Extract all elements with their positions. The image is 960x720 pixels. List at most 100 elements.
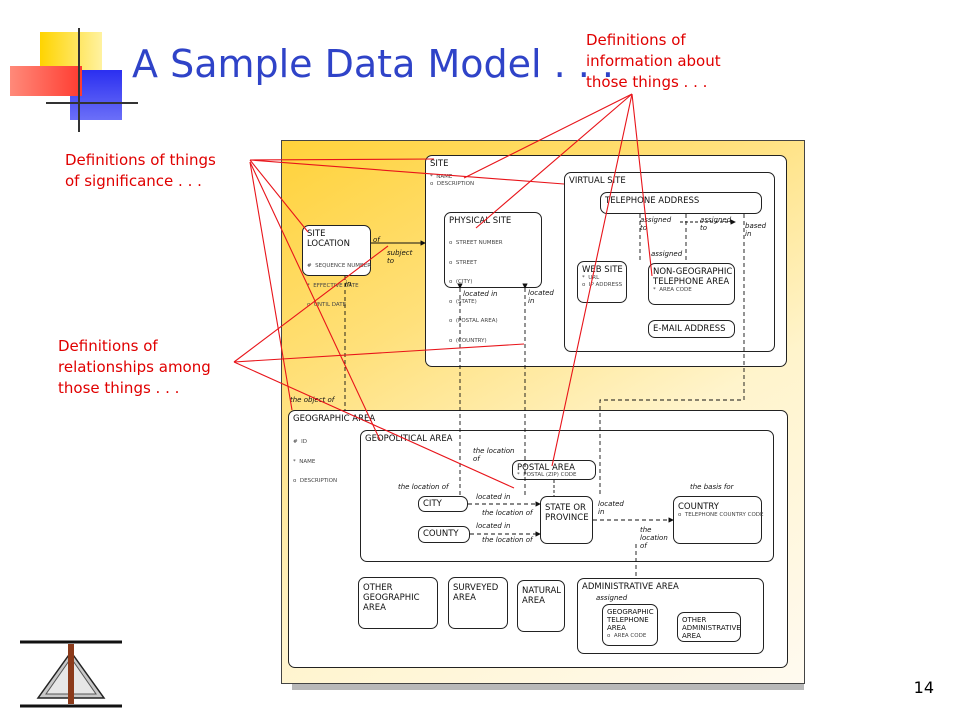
rel-label-of: of xyxy=(373,236,380,244)
entity-title: TELEPHONE AREA xyxy=(653,277,730,287)
rel-label-the-location-of-3: the location of xyxy=(482,509,533,517)
callout-information-line-1: Definitions of xyxy=(586,31,686,49)
rel-label-based-in: based in xyxy=(745,222,767,238)
entity-attr: # ID xyxy=(293,439,307,445)
entity-title: TELEPHONE ADDRESS xyxy=(605,196,700,206)
rel-label-in: in xyxy=(345,280,352,288)
rel-label-located-in-4: located in xyxy=(476,522,511,530)
entity-physical-site: PHYSICAL SITE o STREET NUMBER o STREET o… xyxy=(444,212,542,344)
entity-postal-area: POSTAL AREA * POSTAL (ZIP) CODE xyxy=(512,460,596,480)
callout-things-line-1: Definitions of things xyxy=(65,151,216,169)
entity-attr: o UNTIL DATE xyxy=(307,302,347,308)
entity-country: COUNTRY o TELEPHONE COUNTRY CODE xyxy=(673,496,764,544)
callout-things: Definitions of things of significance . … xyxy=(65,150,216,192)
entity-county: COUNTY xyxy=(418,526,470,543)
callout-information-line-3: those things . . . xyxy=(586,73,708,91)
entity-title: ADMINISTRATIVE AREA xyxy=(582,582,679,592)
rel-label-assigned-1: assigned xyxy=(651,250,683,258)
rel-label-located-in-5: located in xyxy=(598,500,624,516)
entity-telephone-address: TELEPHONE ADDRESS xyxy=(600,192,762,214)
entity-title: AREA xyxy=(682,632,701,640)
entity-title: LOCATION xyxy=(307,239,350,249)
rel-line-based-in xyxy=(599,214,745,496)
callout-line xyxy=(249,158,435,161)
callout-relationships-line-1: Definitions of xyxy=(58,337,158,355)
entity-title: VIRTUAL SITE xyxy=(569,176,626,186)
entity-attr: o (POSTAL AREA) xyxy=(449,318,498,324)
deco-horizontal-line xyxy=(46,102,138,104)
entity-title: SURVEYED xyxy=(453,583,499,593)
rel-label-the-location-of-2: the location of xyxy=(398,483,449,491)
rel-label-the-location-of-1: the location of xyxy=(473,447,515,463)
entity-title: POSTAL AREA xyxy=(517,463,575,473)
callout-information: Definitions of information about those t… xyxy=(586,30,721,93)
callout-line xyxy=(249,159,309,233)
rel-label-the-location-of-4: the location of xyxy=(482,536,533,544)
entity-title: CITY xyxy=(423,499,442,509)
entity-email-address: E-MAIL ADDRESS xyxy=(648,320,735,338)
entity-title: OTHER xyxy=(682,616,707,624)
entity-attr: * NAME xyxy=(293,458,316,465)
entity-attr: o STREET NUMBER xyxy=(449,240,503,246)
deco-vertical-line xyxy=(78,28,80,132)
callout-line xyxy=(249,161,293,411)
callout-relationships-line-2: relationships among xyxy=(58,358,211,376)
rel-label-located-in-2: located in xyxy=(528,289,554,305)
rel-label-assigned-2: assigned xyxy=(596,594,628,602)
entity-attr: * POSTAL (ZIP) CODE xyxy=(517,472,577,478)
rel-label-assigned-to-1: assigned to xyxy=(640,216,672,232)
entity-attr: o DESCRIPTION xyxy=(430,180,475,187)
entity-title: GEOPOLITICAL AREA xyxy=(365,434,453,444)
slide-title: A Sample Data Model . . . xyxy=(132,42,615,86)
entity-attr: o (STATE) xyxy=(449,298,477,305)
entity-title: STATE OR xyxy=(545,503,586,513)
entity-title: AREA xyxy=(607,624,626,632)
rel-label-located-in-1: located in xyxy=(463,290,498,298)
entity-attr: o AREA CODE xyxy=(607,633,647,639)
callout-line xyxy=(233,343,525,363)
entity-title: GEOGRAPHIC xyxy=(363,593,420,603)
callout-things-line-2: of significance . . . xyxy=(65,172,202,190)
entity-attr: * AREA CODE xyxy=(653,287,692,293)
entity-attr: o TELEPHONE COUNTRY CODE xyxy=(678,512,764,518)
entity-title: PROVINCE xyxy=(545,513,589,523)
page-number: 14 xyxy=(913,678,934,697)
entity-attr: # SEQUENCE NUMBER xyxy=(307,263,372,269)
rel-label-the-basis-for: the basis for xyxy=(690,483,734,491)
rel-label-the-location-of-5: the location of xyxy=(640,526,668,550)
entity-attr: o (CITY) xyxy=(449,279,473,285)
entity-title: OTHER xyxy=(363,583,393,593)
rel-label-the-object-of: the object of xyxy=(290,396,335,404)
entity-title: GEOGRAPHIC AREA xyxy=(293,414,376,424)
callout-relationships: Definitions of relationships among those… xyxy=(58,336,211,399)
entity-title: WEB SITE xyxy=(582,265,623,275)
callout-relationships-line-3: those things . . . xyxy=(58,379,180,397)
entity-attr: * URL xyxy=(582,275,600,281)
callout-line xyxy=(631,93,653,277)
callout-line xyxy=(475,93,633,229)
rel-label-subject-to: subject to xyxy=(387,249,413,265)
entity-title: AREA xyxy=(522,596,545,606)
entity-title: SITE xyxy=(430,159,449,169)
entity-attr: o (COUNTRY) xyxy=(449,337,487,344)
logo xyxy=(20,640,122,708)
entity-title: AREA xyxy=(363,603,386,613)
entity-title: COUNTY xyxy=(423,529,459,539)
entity-title: TELEPHONE xyxy=(607,616,649,624)
deco-red-square xyxy=(10,66,82,96)
callout-line xyxy=(463,93,633,179)
callout-line xyxy=(249,159,565,185)
rel-label-located-in-3: located in xyxy=(476,493,511,501)
entity-title: NATURAL xyxy=(522,586,562,596)
callout-line xyxy=(233,361,515,489)
